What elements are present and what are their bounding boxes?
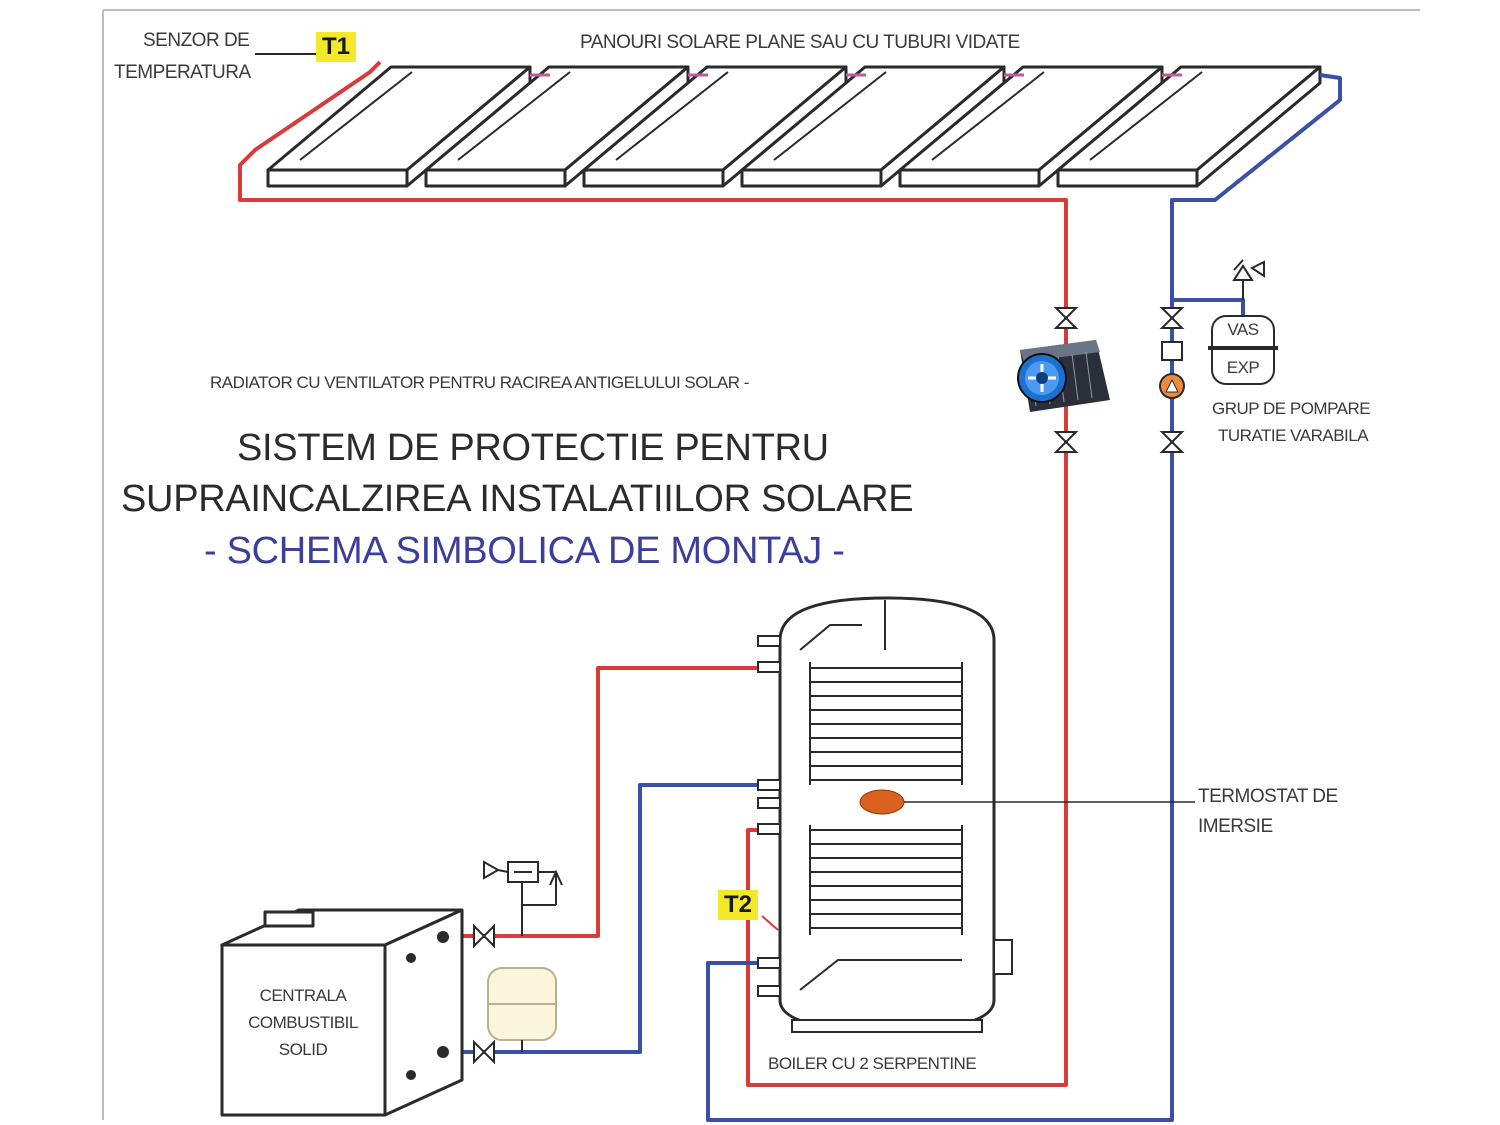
central-label-line1: CENTRALA xyxy=(259,986,347,1005)
valve xyxy=(1053,431,1079,453)
valves xyxy=(473,307,1185,1065)
panels-label: PANOURI SOLARE PLANE SAU CU TUBURI VIDAT… xyxy=(580,32,1020,53)
solar-panel xyxy=(1056,65,1322,188)
vessel-vas-label: VAS xyxy=(1227,320,1259,339)
safety-valve-icon xyxy=(1232,259,1265,300)
boiler xyxy=(757,596,1013,1033)
immersion-thermostat-icon xyxy=(859,789,905,815)
solar-cold-pipe xyxy=(706,73,1342,1122)
solar-panel xyxy=(424,65,690,188)
vessel-exp-label: EXP xyxy=(1226,358,1260,377)
expansion-vessel xyxy=(1208,315,1278,385)
central-label-line3: SOLID xyxy=(278,1040,328,1059)
title-line2: SUPRAINCALZIREA INSTALATIILOR SOLARE xyxy=(121,478,914,520)
valve xyxy=(473,923,495,949)
pump-icon xyxy=(1159,373,1185,399)
thermostat-label-line2: IMERSIE xyxy=(1198,816,1273,837)
upper-coil xyxy=(809,662,963,785)
title-line1: SISTEM DE PROTECTIE PENTRU xyxy=(237,427,829,469)
thermostat-label-line1: TERMOSTAT DE xyxy=(1198,786,1338,807)
valve xyxy=(473,1039,495,1065)
valve xyxy=(1159,431,1185,453)
valve xyxy=(1053,307,1079,329)
radiator-label: RADIATOR CU VENTILATOR PENTRU RACIREA AN… xyxy=(210,373,749,392)
solar-panel xyxy=(740,65,1006,188)
lower-coil xyxy=(809,825,963,935)
panel-shading xyxy=(299,71,1203,161)
sensor-label-line2: TEMPERATURA xyxy=(114,62,251,83)
central-label-line2: COMBUSTIBIL xyxy=(248,1013,358,1032)
pump-label-line1: GRUP DE POMPARE xyxy=(1212,399,1371,418)
sensor-label-line1: SENZOR DE xyxy=(143,30,250,51)
solar-hot-pipe xyxy=(238,60,1068,1087)
radiator-fan-icon xyxy=(1017,340,1110,412)
t2-tag: T2 xyxy=(718,890,759,920)
solar-panel xyxy=(266,65,532,188)
air-vent-group-icon xyxy=(483,860,563,906)
solar-panel xyxy=(582,65,848,188)
valve xyxy=(1159,307,1185,329)
boiler-label: BOILER CU 2 SERPENTINE xyxy=(768,1054,977,1073)
central-hot-pipe xyxy=(450,666,762,938)
t1-tag: T1 xyxy=(316,32,357,62)
title-line3: - SCHEMA SIMBOLICA DE MONTAJ - xyxy=(204,530,845,572)
solid-fuel-boiler xyxy=(220,908,464,1117)
check-valve xyxy=(1161,341,1183,361)
central-expansion-vessel xyxy=(487,967,557,1052)
solar-panels xyxy=(266,65,1322,188)
pump-label-line2: TURATIE VARABILA xyxy=(1218,426,1369,445)
t2-sensor-lead xyxy=(761,915,779,931)
